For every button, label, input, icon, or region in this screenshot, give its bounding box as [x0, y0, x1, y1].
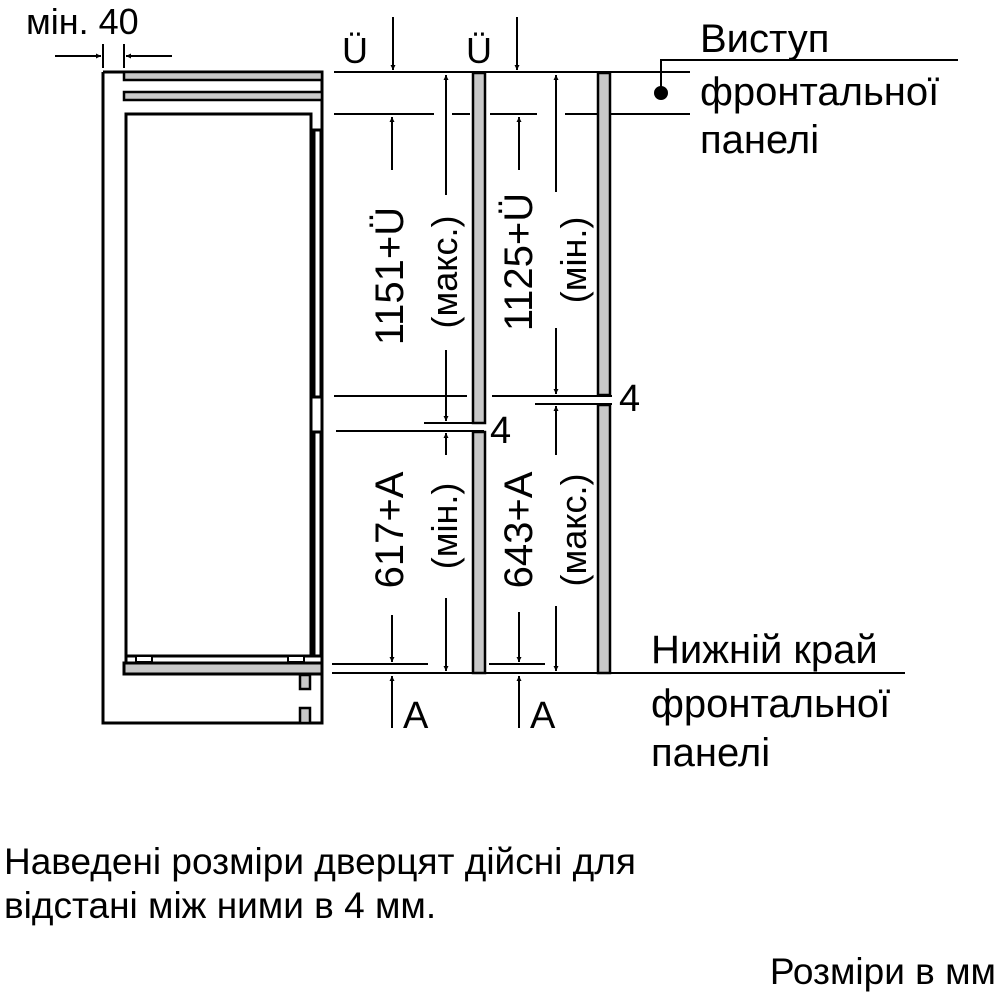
dim-643: 643+A — [497, 471, 541, 588]
min-gap-label: мін. 40 — [26, 1, 139, 42]
reference-lines — [332, 71, 905, 674]
callout-top-leader — [654, 59, 958, 100]
cabinet-niche — [101, 70, 324, 725]
top-markers: Ü Ü — [342, 17, 520, 71]
lower-panel-left — [471, 430, 487, 675]
a-marker-left: A — [403, 695, 429, 737]
a-marker-right: A — [530, 695, 556, 737]
upper-door-dimensions: 1151+Ü (макс.) 1125+Ü (мін.) — [368, 193, 594, 345]
top-rails — [122, 70, 324, 102]
dim-1125: 1125+Ü — [497, 193, 541, 331]
min-gap-dimension: мін. 40 — [26, 1, 172, 68]
svg-text:панелі: панелі — [700, 118, 819, 162]
dim-1151: 1151+Ü — [368, 207, 412, 345]
qualifier-max: (макс.) — [424, 216, 465, 329]
upper-panel-right — [596, 71, 612, 397]
qualifier-min-lower: (мін.) — [424, 483, 465, 570]
dot-icon — [654, 86, 668, 100]
u-marker-right: Ü — [466, 30, 492, 71]
svg-text:фронтальної: фронтальної — [651, 682, 890, 726]
gap-label-right: 4 — [619, 378, 640, 420]
lower-panel-right — [596, 403, 612, 675]
svg-text:панелі: панелі — [651, 731, 770, 775]
upper-panel-left — [471, 71, 487, 425]
svg-text:Виступ: Виступ — [700, 17, 829, 61]
svg-text:фронтальної: фронтальної — [700, 70, 939, 114]
units-label: Розміри в мм — [769, 951, 996, 992]
lower-dimension-arrows — [389, 406, 559, 671]
gap-label-left: 4 — [490, 410, 511, 452]
footnote-line-2: відстані між ними в 4 мм. — [4, 885, 437, 926]
dim-617: 617+A — [368, 471, 412, 588]
lower-door-dimensions: 617+A (мін.) 643+A (макс.) — [368, 471, 594, 588]
svg-text:Нижній край: Нижній край — [651, 628, 878, 672]
front-panels — [471, 71, 612, 675]
bottom-markers: A A — [389, 676, 556, 737]
qualifier-min: (мін.) — [553, 217, 594, 304]
u-marker-left: Ü — [342, 30, 368, 71]
appliance-body — [122, 112, 324, 725]
footnote: Наведені розміри дверцят дійсні для відс… — [4, 840, 636, 928]
footnote-line-1: Наведені розміри дверцят дійсні для — [4, 841, 636, 882]
upper-dimension-arrows — [389, 75, 559, 421]
qualifier-max-lower: (макс.) — [553, 474, 594, 587]
callout-bottom: Нижній край фронтальної панелі — [651, 628, 890, 775]
callout-top: Виступ фронтальної панелі — [700, 17, 939, 162]
